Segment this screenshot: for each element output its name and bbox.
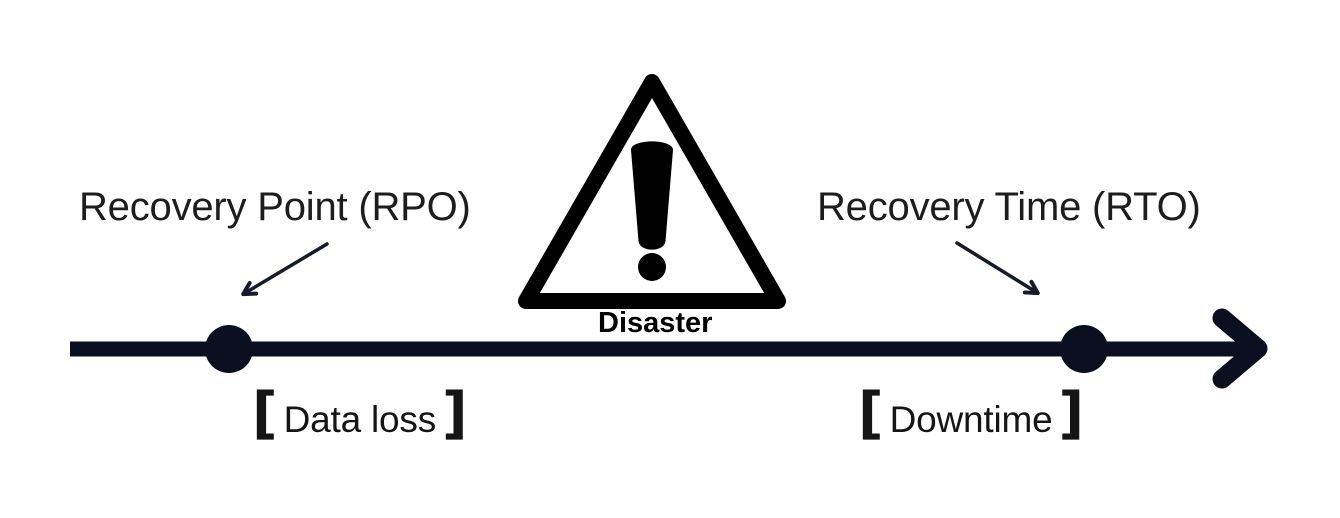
downtime-open-bracket: [ xyxy=(858,381,884,446)
rpo-annotation-arrow xyxy=(241,242,329,297)
disaster-label: Disaster xyxy=(598,307,713,339)
data-loss-open-bracket: [ xyxy=(252,381,278,446)
warning-triangle-outline xyxy=(518,74,786,309)
downtime-close-bracket: ] xyxy=(1058,381,1085,446)
rto-label: Recovery Time (RTO) xyxy=(817,185,1201,229)
recovery-time-dot xyxy=(1060,325,1108,373)
data-loss-annotation: [Data loss] xyxy=(252,386,468,442)
downtime-annotation: [Downtime] xyxy=(858,386,1084,442)
rpo-label: Recovery Point (RPO) xyxy=(79,185,471,229)
rto-annotation-arrow xyxy=(955,241,1040,296)
arrow-right-icon xyxy=(1212,308,1268,389)
data-loss-label: Data loss xyxy=(283,399,437,440)
data-loss-close-bracket: ] xyxy=(442,381,468,446)
exclamation-dot xyxy=(638,253,666,281)
warning-triangle-icon xyxy=(518,74,786,309)
exclamation-bar xyxy=(631,141,673,250)
recovery-point-dot xyxy=(205,325,253,373)
downtime-label: Downtime xyxy=(889,399,1053,440)
